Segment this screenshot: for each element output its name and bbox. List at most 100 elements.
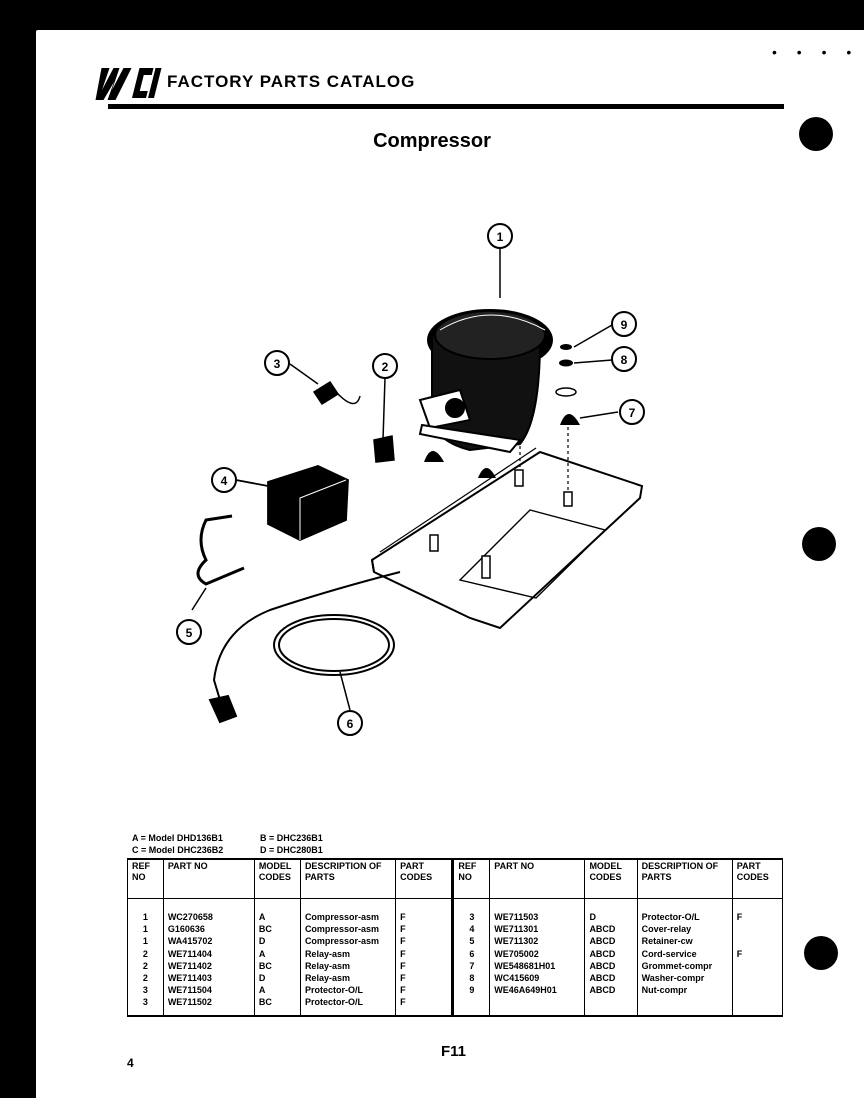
col-code: PART CODES bbox=[395, 858, 454, 899]
right-part-value: WE711301 bbox=[494, 924, 539, 935]
left-code-value: F bbox=[400, 960, 406, 971]
left-part-value: WE711403 bbox=[167, 973, 212, 984]
right-code-value bbox=[737, 960, 778, 972]
left-code-value: F bbox=[400, 985, 406, 996]
col-model: MODEL CODES bbox=[253, 858, 301, 899]
wci-logo bbox=[95, 68, 162, 100]
relay-cover bbox=[235, 465, 349, 541]
left-ref-value: 2 bbox=[142, 948, 148, 959]
binder-hole-top bbox=[799, 117, 833, 151]
left-model-value: A bbox=[258, 912, 266, 922]
col-part-2: PART NO bbox=[489, 858, 586, 899]
right-model-value: ABCD bbox=[589, 960, 616, 971]
left-code-value: F bbox=[400, 973, 406, 984]
relay bbox=[373, 377, 395, 463]
left-desc-value: Compressor-asm bbox=[304, 912, 379, 922]
left-desc-value: Protector-O/L bbox=[304, 985, 363, 996]
page-code: F11 bbox=[441, 1043, 467, 1060]
right-code-value bbox=[737, 972, 778, 984]
right-part-value: WE711302 bbox=[494, 936, 539, 947]
section-title: Compressor bbox=[373, 130, 491, 152]
col-ref: REF NO bbox=[127, 858, 164, 899]
left-model-value: BC bbox=[258, 960, 272, 971]
col-ref-2: REF NO bbox=[451, 858, 491, 899]
left-model-value: D bbox=[258, 973, 266, 984]
right-part-value: WE46A649H01 bbox=[494, 985, 557, 996]
right-ref-value: 9 bbox=[469, 985, 475, 996]
left-part-value: WE711404 bbox=[167, 948, 212, 959]
right-code-value bbox=[737, 935, 778, 947]
legend-b: B = DHC236B1 bbox=[260, 833, 323, 843]
left-code-value: F bbox=[400, 997, 406, 1008]
left-desc-value: Relay-asm bbox=[304, 973, 350, 984]
right-part-value: WC415609 bbox=[494, 973, 540, 984]
left-ref-value: 3 bbox=[142, 997, 148, 1008]
left-part-value: WE711402 bbox=[167, 960, 212, 971]
right-model-value: ABCD bbox=[589, 936, 616, 947]
right-ref-value: 6 bbox=[469, 948, 475, 959]
right-model-value: ABCD bbox=[589, 924, 616, 935]
retainer-wire bbox=[191, 514, 245, 611]
left-part-value: WC270658 bbox=[167, 912, 213, 922]
leader-lines bbox=[519, 427, 569, 492]
col-part: PART NO bbox=[162, 858, 255, 899]
left-ref-value: 3 bbox=[142, 985, 148, 996]
right-model-value: ABCD bbox=[589, 985, 616, 996]
left-desc-value: Relay-asm bbox=[304, 948, 350, 959]
right-code-cell: F F bbox=[731, 898, 784, 1017]
left-code-value: F bbox=[400, 912, 406, 922]
col-model-2: MODEL CODES bbox=[584, 858, 638, 899]
catalog-title: FACTORY PARTS CATALOG bbox=[167, 72, 416, 91]
right-model-value: ABCD bbox=[589, 948, 616, 959]
left-model-value: BC bbox=[258, 924, 272, 935]
right-model-value: ABCD bbox=[589, 973, 616, 984]
binder-hole-middle bbox=[802, 527, 836, 561]
legend-a: A = Model DHD136B1 bbox=[132, 833, 223, 843]
right-part-value: WE711503 bbox=[494, 912, 539, 922]
protector bbox=[289, 363, 361, 406]
grommets bbox=[424, 344, 580, 478]
compressor-body bbox=[418, 309, 553, 454]
right-desc-value: Washer-compr bbox=[641, 973, 705, 984]
right-code-value bbox=[737, 923, 778, 935]
col-desc: DESCRIPTION OF PARTS bbox=[299, 858, 397, 899]
left-desc-value: Protector-O/L bbox=[304, 997, 363, 1008]
left-model-value: A bbox=[258, 985, 266, 996]
parts-table: REF NO PART NO MODEL CODES DESCRIPTION O… bbox=[127, 858, 784, 1017]
table-header-row: REF NO PART NO MODEL CODES DESCRIPTION O… bbox=[127, 858, 784, 899]
binder-hole-bottom bbox=[804, 936, 838, 970]
left-code-value: F bbox=[400, 924, 406, 935]
col-code-2: PART CODES bbox=[731, 858, 784, 899]
right-desc-value: Protector-O/L bbox=[641, 912, 700, 922]
left-ref-value: 2 bbox=[142, 973, 148, 984]
right-ref-value: 8 bbox=[469, 973, 475, 984]
left-code-value: F bbox=[400, 948, 406, 959]
right-ref-value: 5 bbox=[469, 936, 475, 947]
right-desc-value: Grommet-compr bbox=[641, 960, 713, 971]
left-code-value: F bbox=[400, 936, 406, 947]
col-desc-2: DESCRIPTION OF PARTS bbox=[636, 858, 733, 899]
right-desc-value: Retainer-cw bbox=[641, 936, 693, 947]
right-desc-value: Cord-service bbox=[641, 948, 697, 959]
right-code-value bbox=[737, 984, 778, 996]
left-model-value: D bbox=[258, 936, 266, 947]
right-code-value: F bbox=[736, 912, 743, 922]
left-part-value: WE711502 bbox=[167, 997, 212, 1008]
left-desc-value: Compressor-asm bbox=[304, 936, 379, 947]
right-ref-value: 4 bbox=[469, 924, 475, 935]
left-ref-value: 2 bbox=[142, 960, 148, 971]
legend-d: D = DHC280B1 bbox=[260, 845, 323, 855]
callout-leaders bbox=[499, 248, 619, 419]
right-model-value: D bbox=[589, 912, 596, 922]
right-part-value: WE548681H01 bbox=[494, 960, 556, 971]
left-part-value: G160636 bbox=[167, 924, 205, 935]
base-pan bbox=[370, 447, 644, 630]
service-cord bbox=[208, 571, 401, 724]
